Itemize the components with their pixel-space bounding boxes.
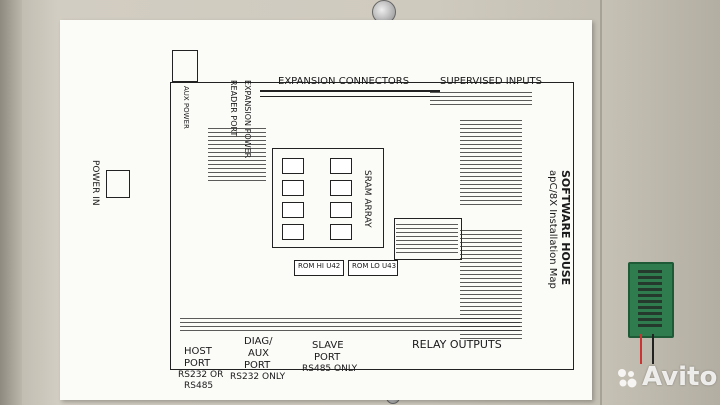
host-port-line1: HOST: [184, 346, 212, 357]
sram-chip: [330, 180, 352, 196]
sram-array-label: SRAM ARRAY: [362, 170, 372, 228]
sram-chip: [330, 224, 352, 240]
power-in-label: POWER IN: [90, 160, 100, 206]
processor-pins: [396, 224, 458, 254]
diag-port-line3: PORT: [244, 360, 271, 371]
sram-chip: [282, 158, 304, 174]
software-house-title: SOFTWARE HOUSE: [559, 170, 572, 286]
relay-outputs-label: RELAY OUTPUTS: [412, 338, 502, 351]
relay-terminal-strip: [180, 318, 520, 332]
dip-switch-notes: [460, 120, 522, 208]
board-wires: [640, 334, 654, 364]
expansion-connectors-label: EXPANSION CONNECTORS: [278, 76, 410, 87]
host-port-line2: PORT: [184, 358, 211, 369]
slave-port-line2: PORT: [314, 352, 341, 363]
avito-watermark: Avito: [642, 362, 718, 392]
sram-chip: [282, 224, 304, 240]
rom-hi-label: ROM HI U42: [298, 262, 341, 270]
slave-port-line3: RS485 ONLY: [302, 364, 358, 374]
diag-port-line2: AUX: [248, 348, 270, 359]
install-map-title: apC/8X Installation Map: [547, 170, 558, 289]
cabinet-edge: [0, 0, 22, 405]
sram-chip: [282, 180, 304, 196]
installation-map-sheet: EXPANSION CONNECTORS SUPERVISED INPUTS A…: [60, 20, 592, 400]
power-in-connector: [106, 170, 130, 198]
board-connector-pins: [638, 270, 662, 328]
sram-chip: [282, 202, 304, 218]
diag-port-line4: RS232 ONLY: [230, 372, 286, 382]
rom-lo-chip: ROM LO U43: [348, 260, 398, 276]
slave-port-line1: SLAVE: [312, 340, 344, 351]
host-port-line4: RS485: [184, 381, 214, 391]
supervised-inputs-label: SUPERVISED INPUTS: [440, 76, 542, 87]
host-port-line3: RS232 OR: [178, 370, 224, 380]
expansion-connector-strip: [260, 90, 440, 92]
supervised-inputs-terminal: [430, 92, 532, 108]
sram-array-region: [272, 148, 384, 248]
green-circuit-board: [628, 262, 674, 338]
rom-hi-chip: ROM HI U42: [294, 260, 344, 276]
sram-chip: [330, 202, 352, 218]
aux-power-connector: [172, 50, 198, 82]
expansion-connector-strip-2: [260, 96, 440, 97]
cabinet-side-panel: [600, 0, 720, 405]
diag-port-line1: DIAG/: [244, 336, 273, 347]
jumper-notes-text: [208, 128, 266, 184]
avito-logo-icon: [618, 369, 637, 388]
board-outline: [170, 82, 574, 370]
sram-chip: [330, 158, 352, 174]
rom-lo-label: ROM LO U43: [352, 262, 397, 270]
aux-power-label: AUX POWER: [182, 86, 190, 129]
